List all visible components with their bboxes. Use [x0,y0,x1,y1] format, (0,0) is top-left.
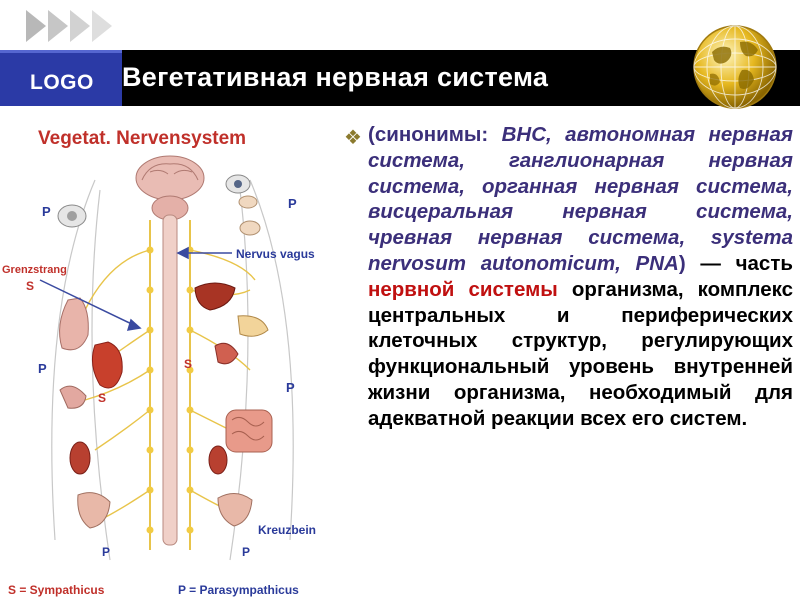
label-kreuzbein: Kreuzbein [258,523,316,537]
highlight-term: нервной системы [368,277,558,301]
label-p: P [288,196,297,211]
chevron-icon [92,10,112,42]
label-grenzstrang: Grenzstrang [2,264,67,276]
label-p: P [102,545,110,559]
label-s: S [26,279,34,293]
anatomy-figure: Vegetat. Nervensystem [0,110,340,600]
bladder-icon [77,492,111,529]
label-p: P [42,204,51,219]
definition-paragraph: (синонимы: ВНС, автономная нервная систе… [368,122,793,432]
label-p: P [286,380,295,395]
label-p: P [38,361,47,376]
title-bar: LOGO Вегетативная нервная система [0,50,800,106]
label-s: S [98,391,106,405]
label-p: P [242,545,250,559]
intestine-icon [225,409,273,453]
globe-icon [693,25,777,109]
synonyms-open: (синонимы: [368,123,502,146]
chevron-icon [26,10,46,42]
page-title: Вегетативная нервная система [122,62,549,92]
dash-text: — часть [685,251,793,275]
synonyms-close: ) [678,251,686,275]
spinal-cord [162,214,178,546]
definition-rest: организма, комплекс центральных и перифе… [368,277,793,430]
legend-sympathicus: S = Sympathicus [8,583,105,597]
label-nervus-vagus: Nervus vagus [236,247,315,261]
logo: LOGO [0,50,122,106]
legend-parasympathicus: P = Parasympathicus [178,583,299,597]
liver-icon [194,282,236,311]
figure-title: Vegetat. Nervensystem [38,128,246,149]
heart-icon [91,341,123,389]
brain-icon [135,155,205,221]
label-s: S [184,357,192,371]
chevron-icon [70,10,90,42]
lung-icon [59,297,89,351]
header-chevrons [26,10,112,42]
bullet-icon: ❖ [344,127,362,149]
kidney-icon [69,441,91,475]
logo-text: LOGO [30,71,94,94]
synonyms-list: ВНС, автономная нервная система, ганглио… [368,123,793,275]
chevron-icon [48,10,68,42]
